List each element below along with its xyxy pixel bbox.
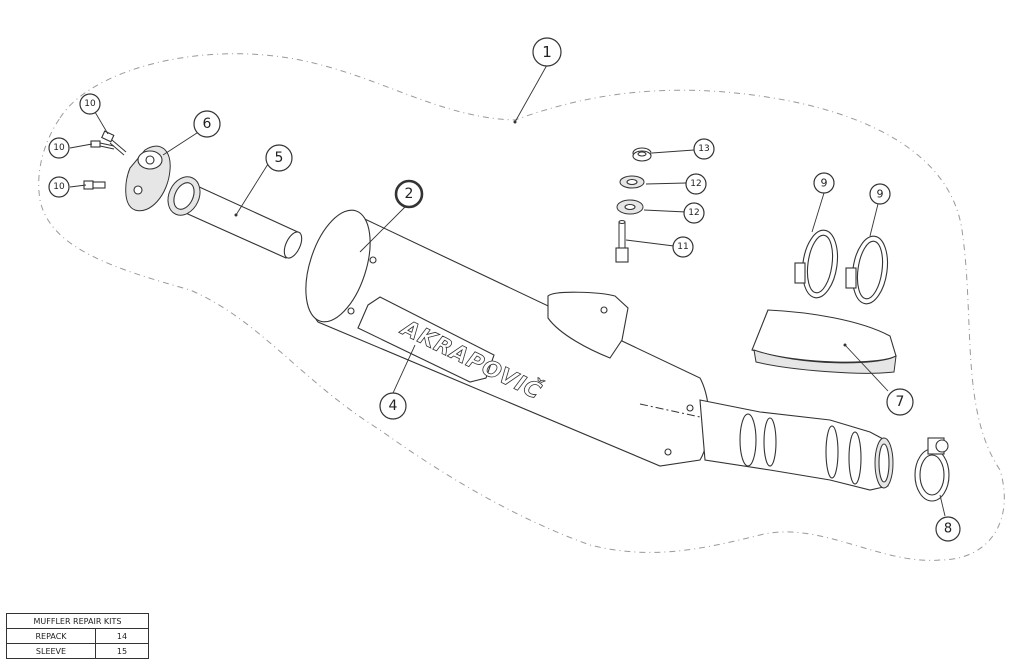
callout-10c: 10	[48, 176, 70, 198]
callout-6: 6	[193, 110, 221, 138]
callout-2-highlighted: 2	[394, 179, 424, 209]
callout-7: 7	[886, 388, 914, 416]
callout-10b: 10	[48, 137, 70, 159]
nut-part-13	[632, 147, 652, 162]
callout-12b: 12	[683, 202, 705, 224]
inner-tube-part-5	[167, 176, 303, 259]
svg-text:12: 12	[690, 179, 701, 189]
table-row: SLEEVE 15	[6, 643, 149, 659]
svg-text:12: 12	[688, 208, 699, 218]
callout-11: 11	[672, 236, 694, 258]
svg-text:2: 2	[405, 186, 414, 202]
callout-8: 8	[935, 516, 961, 542]
svg-text:10: 10	[53, 182, 65, 192]
heat-shield-part-7	[751, 309, 897, 374]
callout-13: 13	[693, 138, 715, 160]
end-cap-part-6	[125, 145, 171, 212]
callout-5: 5	[265, 144, 293, 172]
svg-text:4: 4	[389, 398, 398, 414]
svg-text:10: 10	[53, 143, 65, 153]
highlight-ring	[394, 179, 424, 209]
link-pipe	[699, 399, 894, 491]
bolt-part-11	[615, 219, 629, 263]
kit-name: REPACK	[6, 628, 96, 644]
muffler-body-part-2: AKRAPOVIČ	[305, 209, 761, 467]
svg-text:7: 7	[896, 394, 905, 410]
clamps-part-9	[794, 229, 889, 305]
callout-10a: 10	[79, 93, 101, 115]
logo-plate-part-4	[357, 296, 495, 383]
kit-number: 15	[95, 643, 149, 659]
svg-text:6: 6	[203, 116, 212, 132]
kits-table-title: MUFFLER REPAIR KITS	[6, 613, 149, 629]
kit-number: 14	[95, 628, 149, 644]
svg-text:8: 8	[944, 522, 952, 537]
svg-text:10: 10	[84, 99, 96, 109]
callout-9a: 9	[813, 172, 835, 194]
svg-text:13: 13	[698, 144, 709, 154]
svg-text:9: 9	[877, 188, 884, 201]
svg-text:11: 11	[677, 242, 688, 252]
svg-text:1: 1	[542, 43, 552, 61]
table-row: REPACK 14	[6, 628, 149, 644]
callout-1: 1	[532, 37, 562, 67]
svg-text:5: 5	[275, 150, 284, 166]
muffler-repair-kits-table: MUFFLER REPAIR KITS REPACK 14 SLEEVE 15	[6, 613, 149, 659]
kit-name: SLEEVE	[6, 643, 96, 659]
screws-part-10	[83, 130, 127, 190]
callout-12a: 12	[685, 173, 707, 195]
callout-9b: 9	[869, 183, 891, 205]
washers-part-12	[616, 175, 645, 215]
clamp-part-8	[914, 437, 950, 502]
svg-text:9: 9	[821, 177, 828, 190]
callout-4: 4	[379, 392, 407, 420]
